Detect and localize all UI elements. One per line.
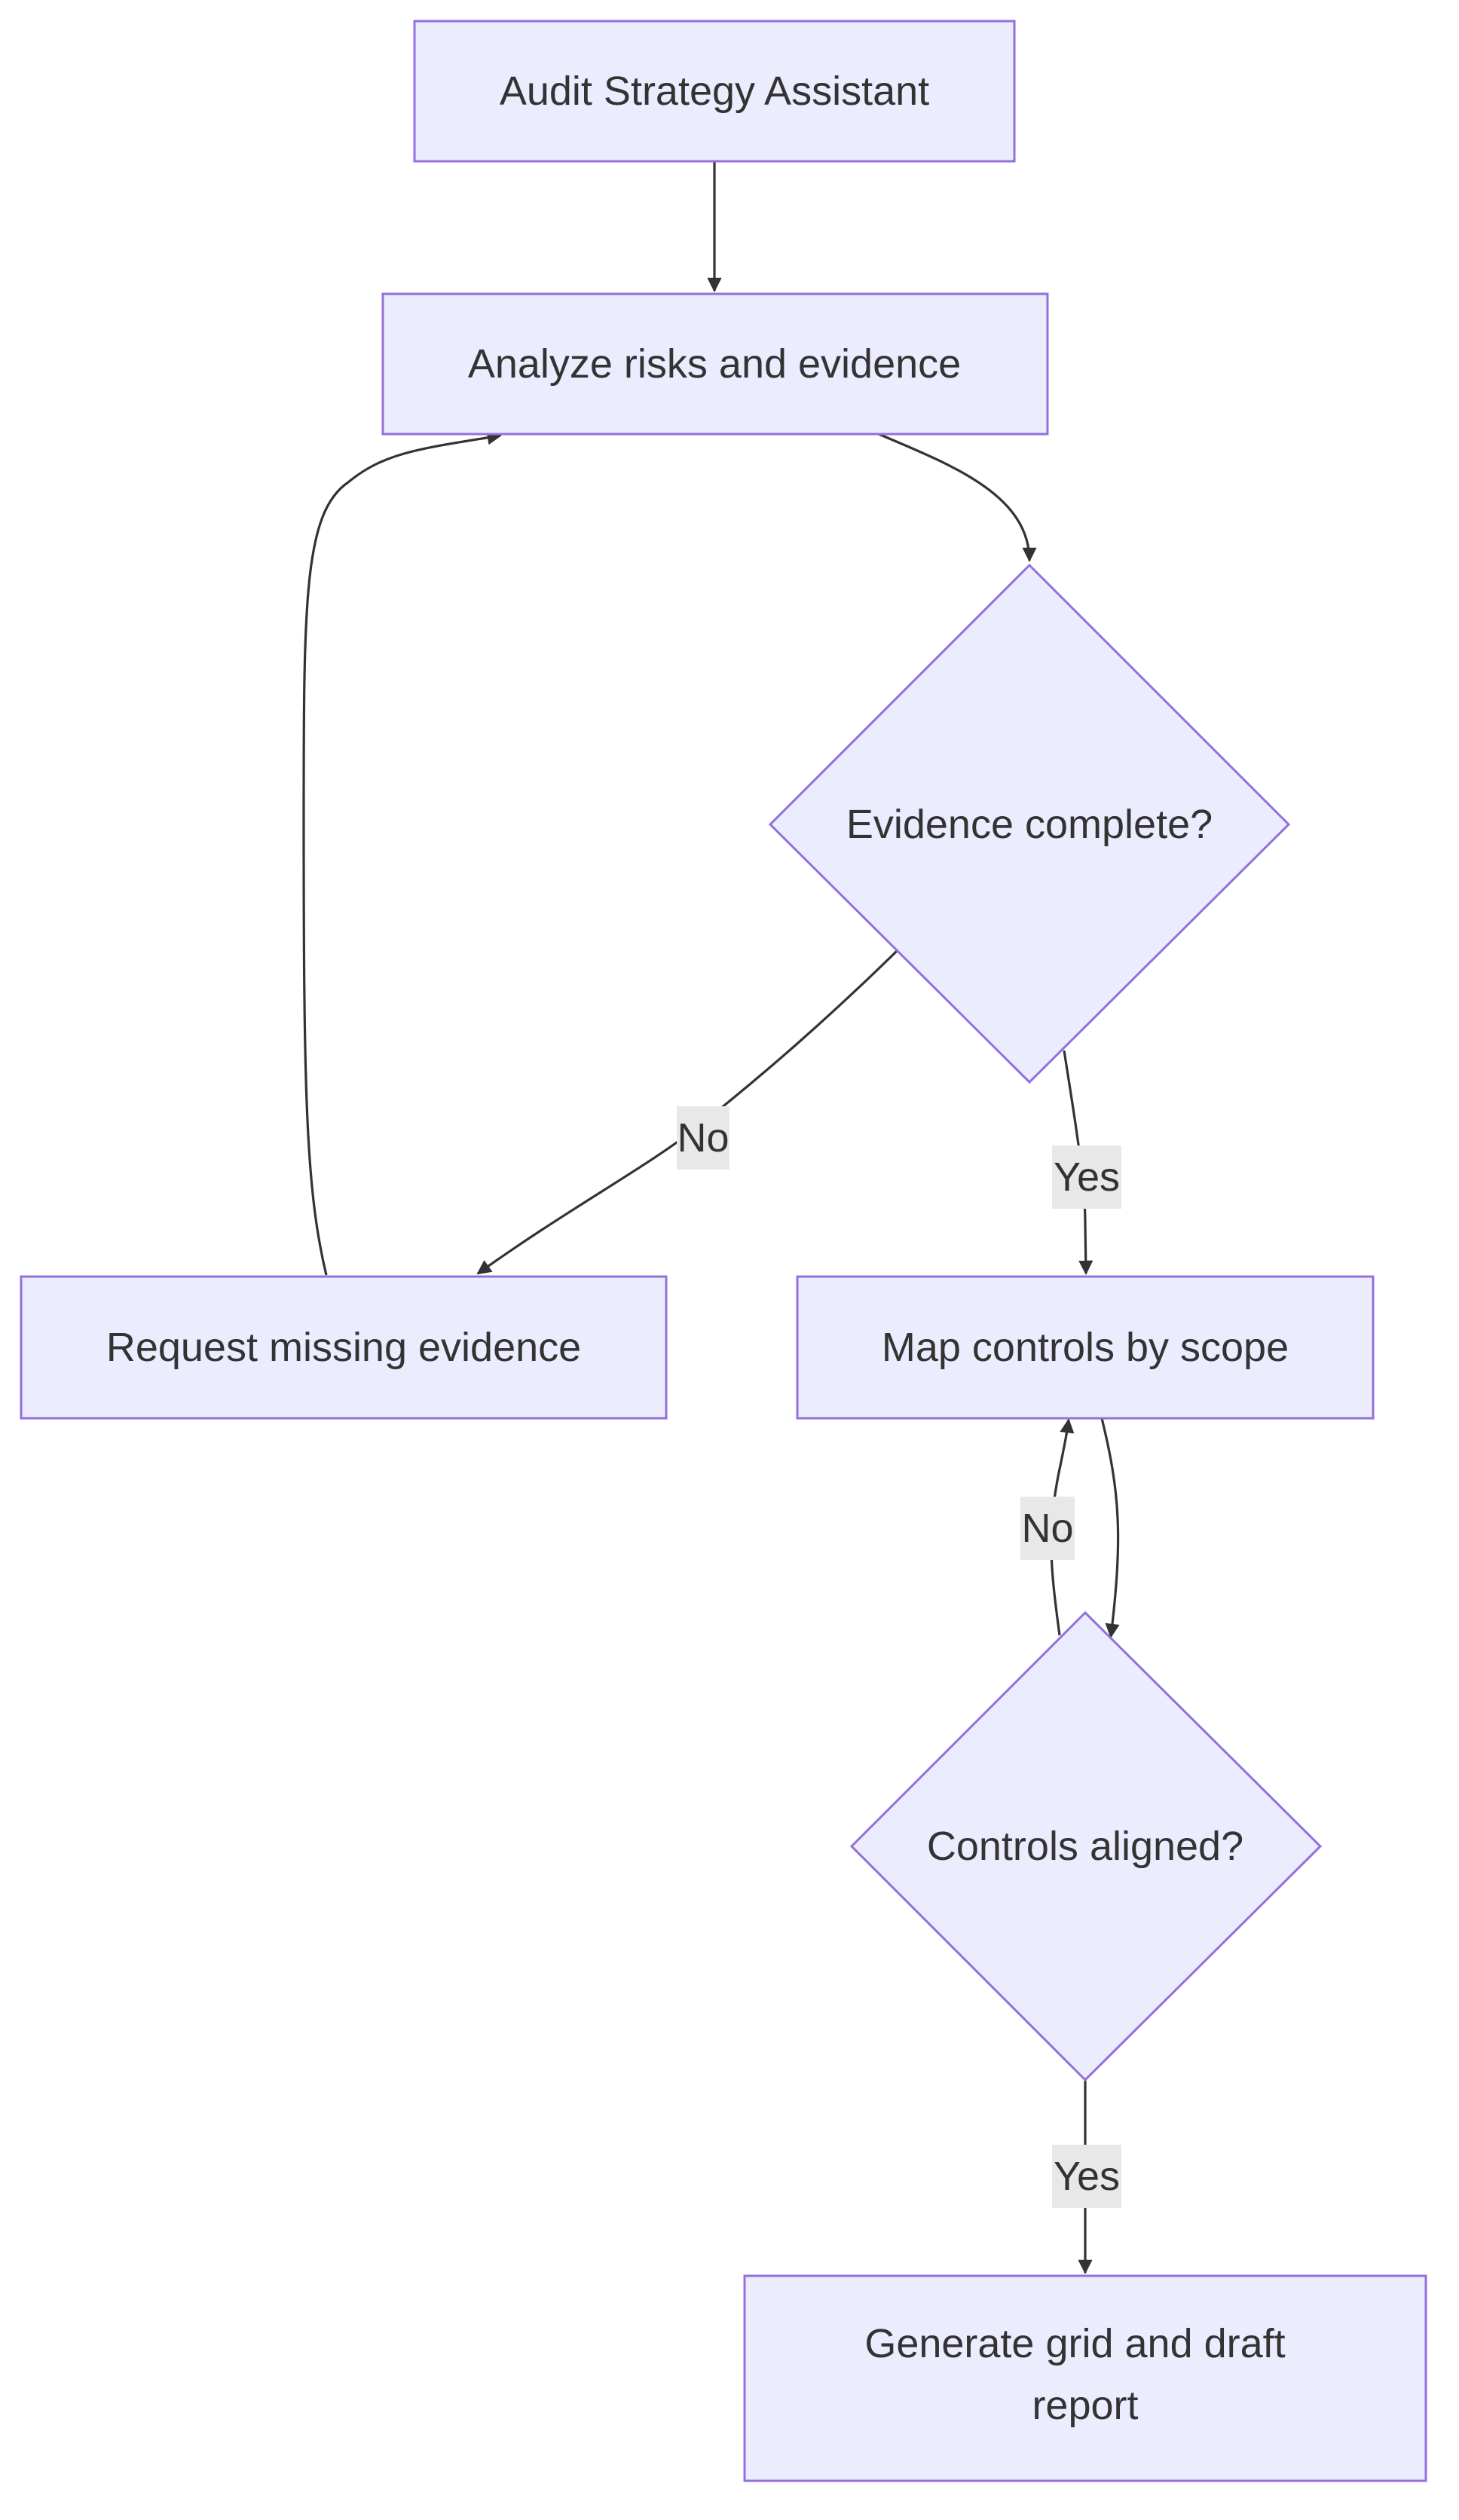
- node-generate-grid-and-draft-report-label: Generate grid and draft report: [864, 2321, 1296, 2428]
- edge-label-controls-no: No: [1020, 1497, 1075, 1560]
- node-audit-strategy-assistant: Audit Strategy Assistant: [413, 20, 1016, 163]
- node-analyze-risks-and-evidence: Analyze risks and evidence: [381, 292, 1049, 436]
- edge-label-controls-yes: Yes: [1052, 2145, 1121, 2208]
- decision-evidence-complete-label: Evidence complete?: [846, 802, 1213, 847]
- node-request-missing-evidence: Request missing evidence: [20, 1275, 668, 1420]
- node-analyze-risks-and-evidence-label: Analyze risks and evidence: [468, 341, 961, 387]
- node-generate-grid-and-draft-report: Generate grid and draft report: [743, 2274, 1427, 2482]
- edge-label-evidence-no-text: No: [677, 1115, 729, 1161]
- edge-label-evidence-no: No: [677, 1106, 730, 1170]
- edge-label-evidence-yes-text: Yes: [1054, 1154, 1120, 1200]
- decision-controls-aligned: Controls aligned?: [849, 1610, 1323, 2082]
- decision-evidence-complete: Evidence complete?: [768, 563, 1291, 1084]
- node-generate-line-1: Generate grid and draft: [864, 2321, 1285, 2366]
- node-map-controls-by-scope: Map controls by scope: [796, 1275, 1375, 1420]
- node-request-missing-evidence-label: Request missing evidence: [106, 1325, 581, 1370]
- decision-controls-aligned-label: Controls aligned?: [927, 1824, 1243, 1869]
- edge-label-evidence-yes: Yes: [1052, 1145, 1121, 1209]
- edge-map-to-controls-check: [1100, 1418, 1120, 1638]
- node-map-controls-by-scope-label: Map controls by scope: [882, 1325, 1289, 1370]
- node-audit-strategy-assistant-label: Audit Strategy Assistant: [500, 69, 929, 114]
- edge-label-controls-yes-text: Yes: [1054, 2154, 1120, 2199]
- edge-label-controls-no-text: No: [1021, 1506, 1073, 1551]
- edge-request-to-analyze: [302, 430, 502, 1276]
- edge-analyze-to-evidence-check: [878, 433, 1037, 562]
- node-generate-line-2: report: [1032, 2383, 1138, 2428]
- edge-evidence-check-yes-to-map: [1063, 1050, 1093, 1275]
